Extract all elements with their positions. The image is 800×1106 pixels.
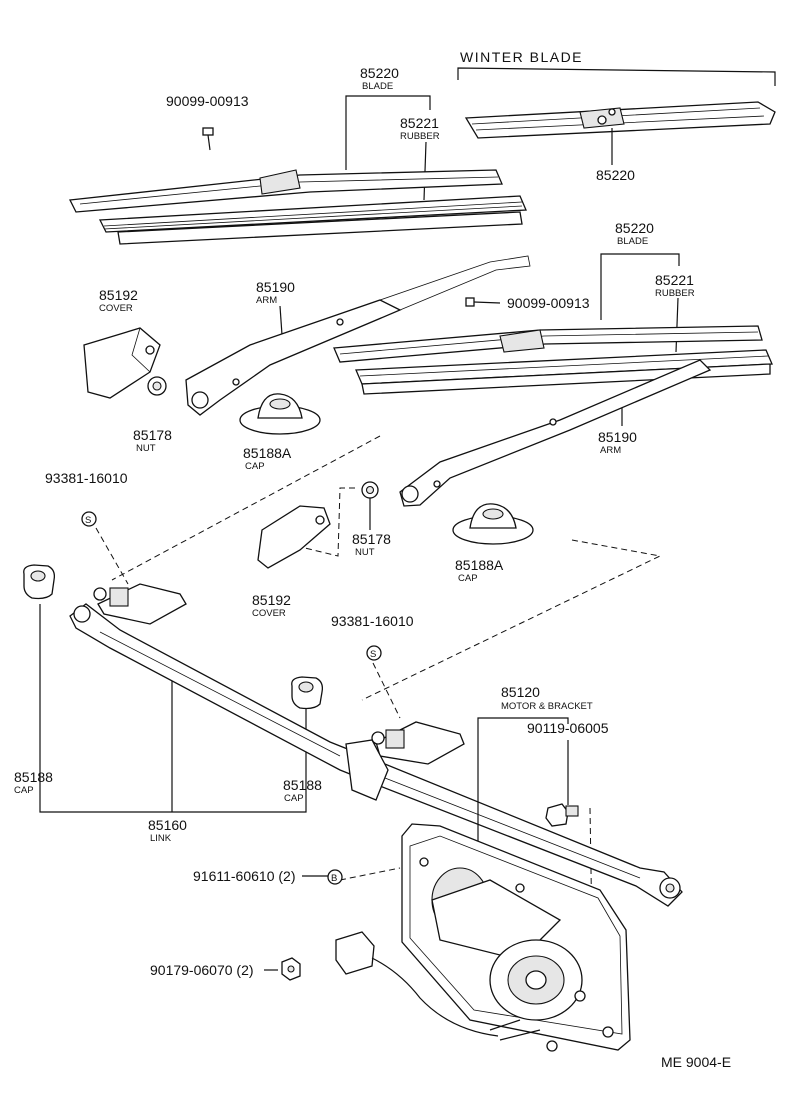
- cover-mid-dash: [304, 487, 355, 557]
- bolt-motor-illustration: [545, 803, 579, 827]
- nut-mid-number: 85178: [352, 531, 391, 547]
- rubber-right-leader: [675, 297, 679, 353]
- motor-number: 85120: [501, 684, 540, 700]
- cap-left-desc: CAP: [14, 785, 34, 796]
- cover-mid-number: 85192: [252, 592, 291, 608]
- cover-left-number: 85192: [99, 287, 138, 303]
- cap-a-left-illustration: [239, 393, 321, 435]
- motor-desc: MOTOR & BRACKET: [501, 701, 593, 712]
- cap-left-illustration: [23, 564, 56, 600]
- nut-mid-illustration: [361, 481, 379, 499]
- footer-code: ME 9004-E: [661, 1054, 731, 1070]
- blade-top-desc: BLADE: [362, 81, 393, 92]
- clip-mid-number: 93381-16010: [331, 613, 414, 629]
- blade-top-illustration: [69, 169, 527, 245]
- blade-top-bracket: [345, 95, 431, 170]
- screw-right-number: 90099-00913: [507, 295, 590, 311]
- pivot-right-illustration: [371, 721, 465, 765]
- top-blade-labels: 85220 BLADE 85221 RUBBER 90099-00913: [166, 65, 440, 201]
- arm-left-illustration: [185, 255, 531, 416]
- bolt-b-symbol: B: [331, 873, 337, 884]
- arm-left-leader: [279, 305, 283, 336]
- winter-blade-bracket: [457, 67, 776, 86]
- blade-right-illustration: [333, 325, 773, 395]
- cap-a-left-number: 85188A: [243, 445, 292, 461]
- screw-right-icon: [465, 297, 501, 307]
- clip-left-number: 93381-16010: [45, 470, 128, 486]
- pivot-left-illustration: [93, 583, 187, 625]
- motor-bracket: [477, 717, 569, 850]
- rubber-right-desc: RUBBER: [655, 288, 695, 299]
- nut-bottom-illustration: [281, 957, 301, 981]
- connector-illustration: [335, 931, 541, 1041]
- screw-top-number: 90099-00913: [166, 93, 249, 109]
- link-number: 85160: [148, 817, 187, 833]
- bolt-b-symbol-circle: [327, 869, 343, 885]
- cap-mid-desc: CAP: [284, 793, 304, 804]
- cover-left-desc: COVER: [99, 303, 133, 314]
- nut-left-illustration: [147, 376, 167, 396]
- link-labels: 93381-16010 S 85188 CAP 85188 CAP 85160 …: [14, 604, 414, 844]
- cap-a-left-desc: CAP: [245, 461, 265, 472]
- rubber-top-leader: [423, 141, 427, 201]
- arm-right-desc: ARM: [600, 445, 621, 456]
- bolt-motor-number: 90119-06005: [527, 720, 609, 736]
- winter-blade-number: 85220: [596, 167, 635, 183]
- left-arm-labels: 85192 COVER 85190 ARM 85178 NUT 85188A C…: [45, 279, 295, 527]
- cap-mid-illustration: [291, 676, 324, 710]
- clip-left-symbol-circle: [81, 511, 97, 527]
- clip-mid-symbol: S: [370, 649, 376, 660]
- cover-left-illustration: [83, 327, 161, 399]
- nut-mid-desc: NUT: [355, 547, 375, 558]
- motor-labels: 85120 MOTOR & BRACKET 90119-06005 91611-…: [150, 684, 609, 978]
- link-bracket: [39, 604, 307, 813]
- middle-cover-labels: 85178 NUT 85192 COVER: [252, 498, 391, 619]
- blade-right-desc: BLADE: [617, 236, 648, 247]
- nut-left-number: 85178: [133, 427, 172, 443]
- screw-top-icon: [202, 127, 214, 151]
- link-illustration: [69, 603, 683, 907]
- cover-mid-illustration: [257, 505, 331, 569]
- arm-left-number: 85190: [256, 279, 295, 295]
- cap-left-number: 85188: [14, 769, 53, 785]
- clip-left-symbol: S: [85, 515, 91, 526]
- winter-blade-title: WINTER BLADE: [460, 49, 583, 65]
- rubber-right-number: 85221: [655, 272, 694, 288]
- arm-right-illustration: [399, 359, 712, 507]
- arm-left-desc: ARM: [256, 295, 277, 306]
- blade-right-bracket: [600, 253, 680, 320]
- nut-bottom-number: 90179-06070 (2): [150, 962, 254, 978]
- cap-a-right-number: 85188A: [455, 557, 504, 573]
- motor-illustration: [401, 823, 631, 1052]
- cover-mid-desc: COVER: [252, 608, 286, 619]
- rubber-top-desc: RUBBER: [400, 131, 440, 142]
- rubber-top-number: 85221: [400, 115, 439, 131]
- cap-mid-number: 85188: [283, 777, 322, 793]
- winter-blade-illustration: [464, 101, 776, 139]
- blade-top-number: 85220: [360, 65, 399, 81]
- bolt-b-number: 91611-60610 (2): [193, 868, 295, 884]
- right-blade-labels: 85220 BLADE 85221 RUBBER 90099-00913 851…: [455, 220, 695, 584]
- blade-right-number: 85220: [615, 220, 654, 236]
- winter-blade-group: WINTER BLADE 85220: [457, 49, 776, 183]
- nut-left-desc: NUT: [136, 443, 156, 454]
- link-desc: LINK: [150, 833, 172, 844]
- arm-right-number: 85190: [598, 429, 637, 445]
- clip-mid-symbol-circle: [366, 645, 382, 661]
- cap-a-right-desc: CAP: [458, 573, 478, 584]
- cap-a-right-illustration: [452, 503, 534, 545]
